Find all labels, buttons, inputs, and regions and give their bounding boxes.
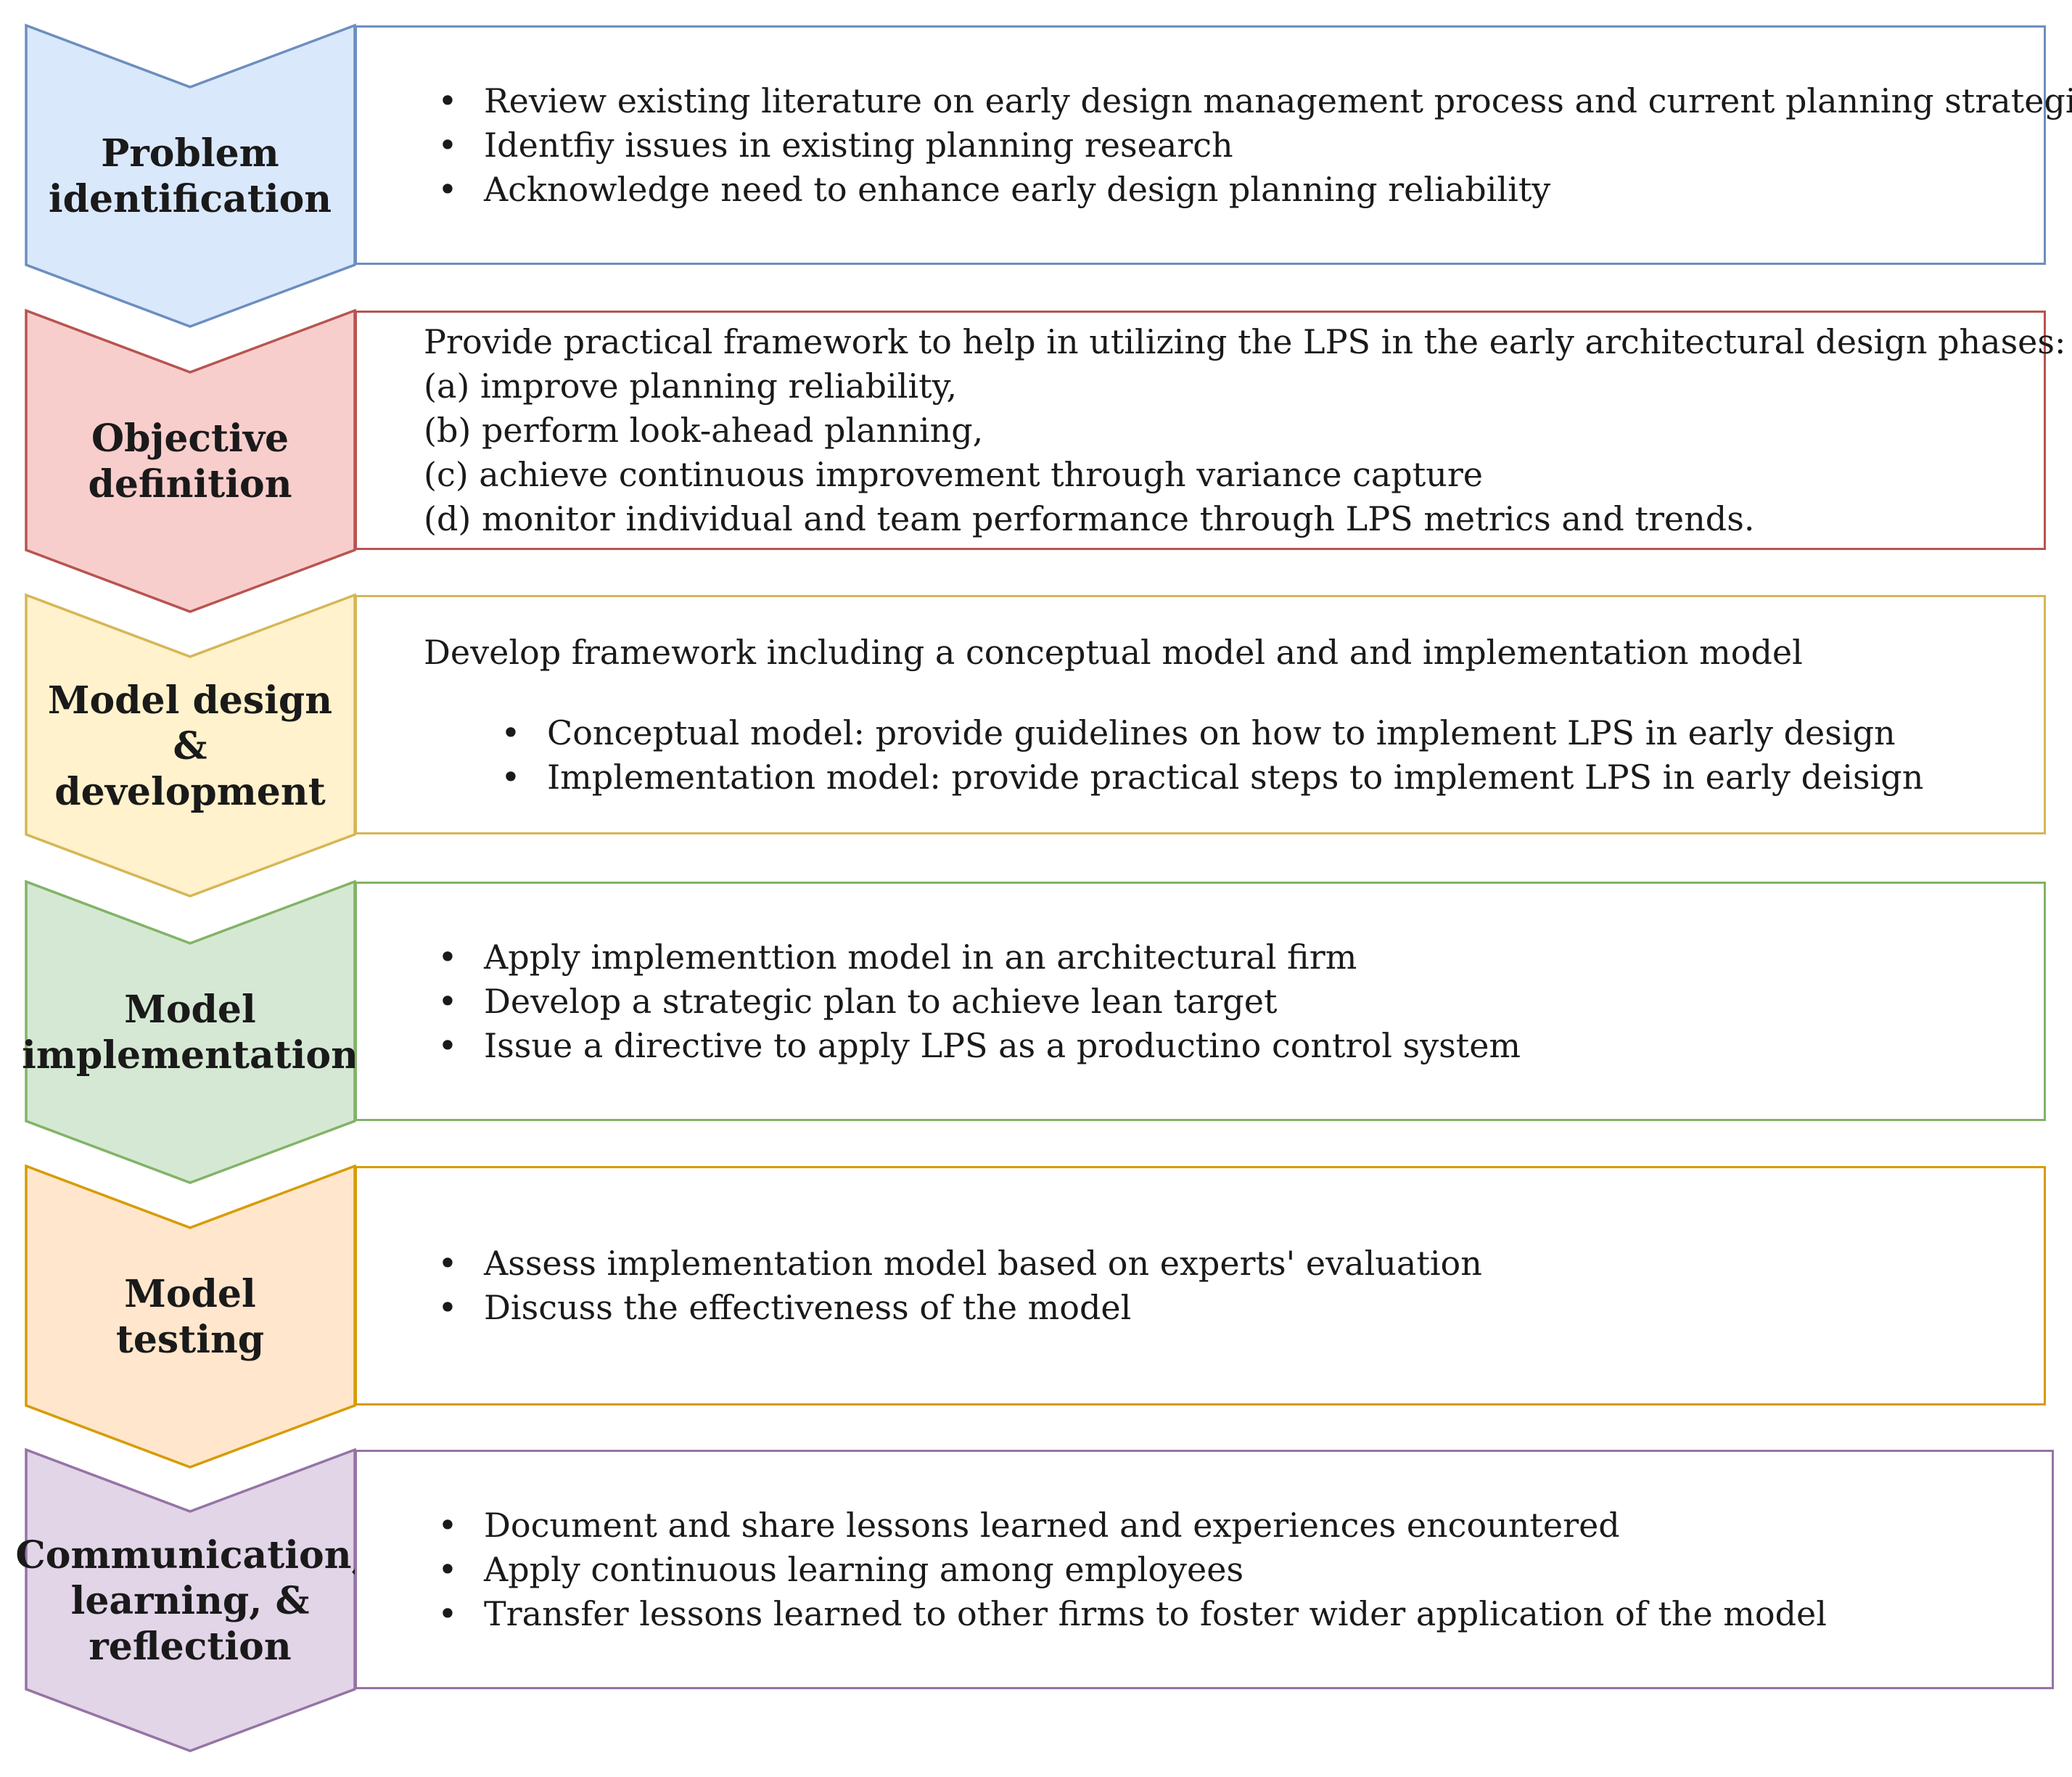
- bullet-dot-icon: •: [437, 125, 458, 165]
- step-chevron-6: [25, 1448, 356, 1752]
- bullet-text: Discuss the effectiveness of the model: [484, 1288, 1132, 1327]
- objective-line: (c) achieve continuous improvement throu…: [424, 454, 1484, 494]
- bullet-dot-icon: •: [437, 1593, 458, 1633]
- step-title-5: Model testing: [115, 1272, 265, 1362]
- bullet-dot-icon: •: [437, 981, 458, 1021]
- bullet-list: • Conceptual model: provide guidelines on…: [424, 711, 2029, 800]
- step-content-1: • Review existing literature on early des…: [357, 28, 2072, 263]
- bullet-item: • Acknowledge need to enhance early desig…: [422, 168, 2029, 212]
- bullet-item: • Apply continuous learning among employe…: [422, 1548, 2037, 1592]
- bullet-text: Document and share lessons learned and e…: [484, 1505, 1620, 1545]
- bullet-item: • Review existing literature on early des…: [422, 79, 2072, 123]
- objective-line: (a) improve planning reliability,: [424, 366, 958, 406]
- bullet-dot-icon: •: [437, 1505, 458, 1545]
- step-chevron-1: [25, 23, 356, 328]
- bullet-text: Identfiy issues in existing planning res…: [484, 125, 1233, 165]
- step-content-6: • Document and share lessons learned and …: [357, 1452, 2052, 1687]
- bullet-text: Acknowledge need to enhance early design…: [484, 169, 1551, 209]
- bullet-text: Review existing literature on early desi…: [484, 81, 2072, 120]
- step-title-3: Model design & development: [47, 678, 333, 814]
- bullet-item: • Document and share lessons learned and …: [422, 1503, 2037, 1548]
- step-content-box-3: Develop framework including a conceptual…: [355, 595, 2046, 834]
- bullet-dot-icon: •: [501, 713, 521, 752]
- step-content-4: • Apply implementtion model in an archite…: [357, 884, 2044, 1119]
- step-title-4: Model implementation: [22, 988, 358, 1078]
- bullet-dot-icon: •: [437, 81, 458, 120]
- bullet-text: Issue a directive to apply LPS as a prod…: [484, 1025, 1521, 1065]
- bullet-dot-icon: •: [437, 937, 458, 977]
- step-content-box-6: • Document and share lessons learned and …: [355, 1450, 2054, 1689]
- bullet-dot-icon: •: [437, 1288, 458, 1327]
- step-content-5: • Assess implementation model based on ex…: [357, 1168, 2044, 1403]
- bullet-text: Apply continuous learning among employee…: [484, 1549, 1244, 1589]
- step-content-box-2: Provide practical framework to help in u…: [355, 311, 2066, 550]
- step-content-box-1: • Review existing literature on early des…: [355, 25, 2072, 265]
- bullet-dot-icon: •: [437, 1549, 458, 1589]
- bullet-list: • Assess implementation model based on ex…: [422, 1242, 2029, 1330]
- bullet-text: Assess implementation model based on exp…: [484, 1244, 1482, 1283]
- objective-line: Provide practical framework to help in u…: [424, 321, 2066, 361]
- step-title-1: Problem identification: [48, 131, 332, 221]
- step-intro-text: Develop framework including a conceptual…: [424, 632, 1803, 672]
- bullet-text: Conceptual model: provide guidelines on …: [547, 713, 1896, 752]
- objective-line: (d) monitor individual and team performa…: [424, 498, 1755, 538]
- bullet-text: Transfer lessons learned to other firms …: [484, 1593, 1827, 1633]
- bullet-dot-icon: •: [437, 1025, 458, 1065]
- bullet-dot-icon: •: [501, 757, 521, 797]
- bullet-dot-icon: •: [437, 169, 458, 209]
- step-chevron-4: [25, 879, 356, 1184]
- bullet-text: Apply implementtion model in an architec…: [484, 937, 1357, 977]
- step-chevron-5: [25, 1164, 356, 1469]
- bullet-item: • Identfiy issues in existing planning re…: [422, 123, 2029, 168]
- bullet-text: Implementation model: provide practical …: [547, 757, 1924, 797]
- bullet-list: • Document and share lessons learned and …: [422, 1503, 2037, 1636]
- bullet-item: • Apply implementtion model in an archite…: [422, 935, 2029, 980]
- objective-line: (b) perform look-ahead planning,: [424, 410, 984, 450]
- bullet-list: • Apply implementtion model in an archite…: [422, 935, 2029, 1068]
- bullet-item: • Transfer lessons learned to other firms…: [422, 1592, 2037, 1636]
- step-content-box-5: • Assess implementation model based on ex…: [355, 1166, 2046, 1405]
- step-content-2: Provide practical framework to help in u…: [357, 313, 2066, 548]
- step-content-box-4: • Apply implementtion model in an archite…: [355, 882, 2046, 1121]
- step-chevron-2: [25, 308, 356, 613]
- bullet-dot-icon: •: [437, 1244, 458, 1283]
- bullet-item: • Conceptual model: provide guidelines on…: [485, 711, 2029, 755]
- step-title-6: Communication, learning, & reflection: [15, 1532, 365, 1669]
- bullet-item: • Issue a directive to apply LPS as a pro…: [422, 1024, 2029, 1068]
- step-content-3: Develop framework including a conceptual…: [357, 597, 2044, 832]
- bullet-item: • Develop a strategic plan to achieve lea…: [422, 980, 2029, 1024]
- step-chevron-3: [25, 593, 356, 898]
- bullet-item: • Assess implementation model based on ex…: [422, 1242, 2029, 1286]
- bullet-item: • Implementation model: provide practical…: [485, 755, 2029, 800]
- step-title-2: Objective definition: [88, 416, 292, 506]
- bullet-text: Develop a strategic plan to achieve lean…: [484, 981, 1278, 1021]
- bullet-list: • Review existing literature on early des…: [422, 79, 2072, 212]
- bullet-item: • Discuss the effectiveness of the model: [422, 1286, 2029, 1330]
